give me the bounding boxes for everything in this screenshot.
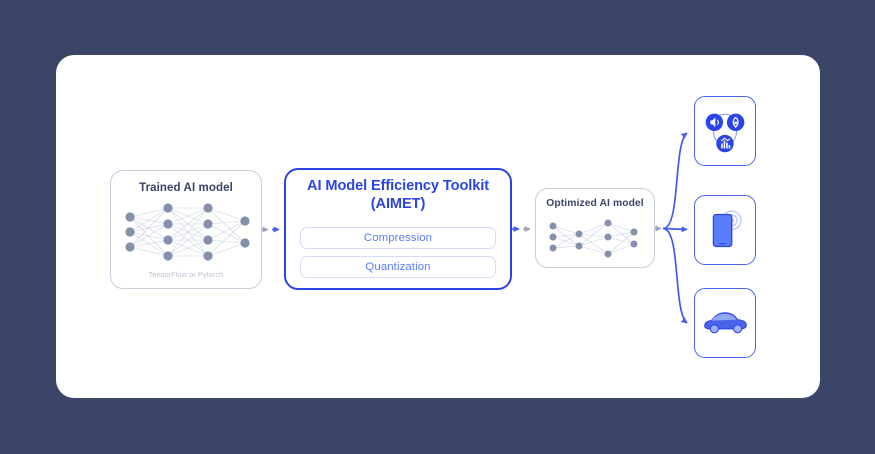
trained-model-title: Trained AI model: [139, 182, 233, 194]
optimized-model-box: Optimized AI model: [535, 188, 655, 268]
arrow-to-sensors: [662, 132, 688, 230]
car-icon-group: [704, 312, 747, 334]
aimet-feature-quantization[interactable]: Quantization: [300, 256, 496, 278]
camera-icon: [726, 113, 745, 131]
target-device-sensors-iot[interactable]: [694, 96, 756, 166]
car-icon: [704, 312, 747, 334]
arrow-to-automotive: [662, 227, 688, 324]
smartphone-icon: [712, 213, 733, 248]
optimized-model-network-diagram: [549, 219, 638, 258]
aimet-title-line1: AI Model Efficiency Toolkit: [307, 178, 489, 194]
sensors-icon-group: [705, 113, 745, 153]
target-device-automotive[interactable]: [694, 288, 756, 358]
target-device-mobile-phone[interactable]: [694, 195, 756, 265]
trained-model-network-diagram: [125, 203, 250, 261]
optimized-model-title: Optimized AI model: [546, 198, 644, 209]
aimet-title-line2: (AIMET): [370, 195, 426, 212]
trained-model-framework-caption: TensorFlow or Pytorch: [148, 270, 224, 279]
arrow-to-mobile: [662, 226, 688, 233]
trained-model-box: Trained AI model: [110, 170, 262, 289]
aimet-feature-compression[interactable]: Compression: [300, 227, 496, 249]
aimet-title: AI Model Efficiency Toolkit (AIMET): [286, 178, 510, 214]
mobile-icon-group: [712, 210, 742, 248]
speaker-icon: [705, 113, 724, 131]
aimet-panel: AI Model Efficiency Toolkit (AIMET) Comp…: [284, 168, 512, 290]
waveform-icon: [716, 134, 734, 153]
